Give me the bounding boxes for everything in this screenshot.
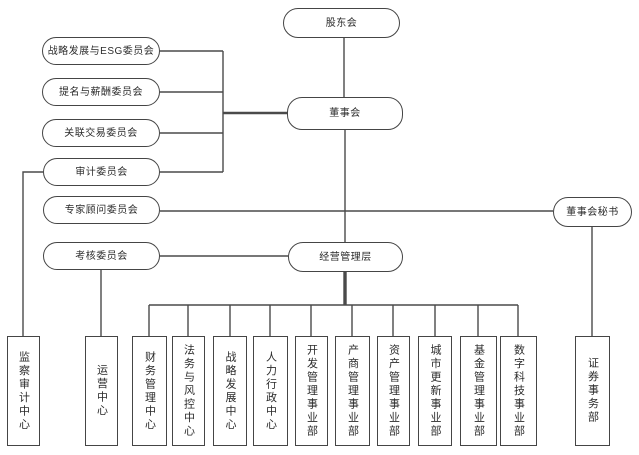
org-node-strategy-development-center: 战略发展中心 (213, 336, 247, 446)
org-node-board-of-directors: 董事会 (287, 97, 403, 130)
org-node-legal-risk-control-center: 法务与风控中心 (172, 336, 205, 446)
org-node-development-management-division: 开发管理事业部 (295, 336, 328, 446)
org-node-management-level: 经营管理层 (288, 242, 403, 272)
org-node-digital-technology-division: 数字科技事业部 (500, 336, 537, 446)
org-node-strategy-esg-committee: 战略发展与ESG委员会 (42, 37, 160, 65)
connector-line (22, 171, 43, 336)
org-node-operations-center: 运营中心 (85, 336, 118, 446)
org-node-securities-affairs-department: 证券事务部 (575, 336, 610, 446)
org-node-hr-admin-center: 人力行政中心 (253, 336, 288, 446)
org-node-shareholders-meeting: 股东会 (283, 8, 400, 38)
org-node-audit-committee: 审计委员会 (43, 158, 160, 186)
org-node-nomination-remuneration-committee: 提名与薪酬委员会 (42, 78, 160, 106)
org-node-supervision-audit-center: 监察审计中心 (7, 336, 40, 446)
org-node-fund-management-division: 基金管理事业部 (460, 336, 497, 446)
org-node-urban-renewal-division: 城市更新事业部 (418, 336, 452, 446)
org-node-board-secretary: 董事会秘书 (553, 197, 632, 227)
org-node-related-transactions-committee: 关联交易委员会 (42, 119, 160, 147)
org-node-asset-management-division: 资产管理事业部 (377, 336, 410, 446)
org-node-finance-management-center: 财务管理中心 (132, 336, 167, 446)
org-node-expert-advisory-committee: 专家顾问委员会 (43, 196, 160, 224)
org-node-assessment-committee: 考核委员会 (43, 242, 160, 270)
org-node-industry-commerce-division: 产商管理事业部 (335, 336, 370, 446)
